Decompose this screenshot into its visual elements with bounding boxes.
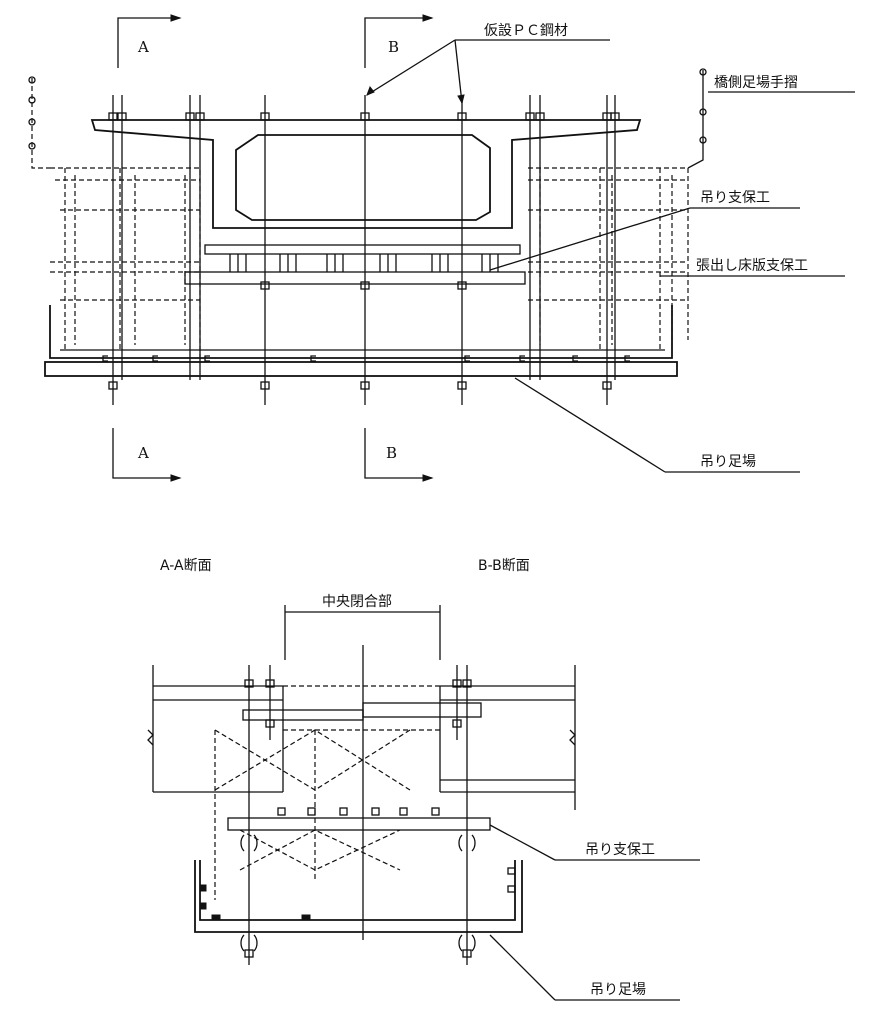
- section-marker-b-bottom-label: B: [386, 444, 397, 462]
- handrail-right: 橋側足場手摺: [687, 68, 855, 169]
- label-bridge-handrail: 橋側足場手摺: [714, 75, 798, 91]
- label-hanging-scaffold-top: 吊り足場: [700, 454, 756, 470]
- handrail-left: [28, 76, 50, 169]
- hanging-scaffold-bottom: [194, 860, 523, 933]
- i-beams: [229, 254, 499, 272]
- central-closure-dimension: 中央閉合部: [284, 594, 441, 660]
- cantilever-support-right: [528, 167, 689, 352]
- leader-cantilever-support: 張出し床版支保工: [660, 258, 845, 277]
- hanging-support-beam: [184, 271, 526, 285]
- support-beam-bottom: [227, 807, 491, 831]
- closure-formwork: [214, 685, 482, 900]
- leader-hanging-support-top: 吊り支保工: [489, 190, 800, 271]
- leader-hanging-scaffold-top: 吊り足場: [514, 377, 800, 473]
- hanger-rods: [112, 95, 616, 405]
- section-marker-a-bottom-label: A: [137, 444, 149, 462]
- label-temp-pc-steel: 仮設ＰＣ鋼材: [484, 23, 568, 39]
- hanging-support-deck: [204, 244, 521, 255]
- inner-void: [235, 134, 491, 221]
- label-hanging-scaffold-bottom: 吊り足場: [590, 982, 646, 998]
- section-marker-b-top: B: [364, 14, 434, 68]
- label-central-closure: 中央閉合部: [322, 594, 392, 610]
- label-section-bb: B-B断面: [478, 558, 530, 574]
- hanger-rods-bottom: [240, 665, 476, 965]
- leader-temp-pc-steel: 仮設ＰＣ鋼材: [366, 23, 610, 105]
- rod-nuts: [108, 112, 620, 390]
- section-marker-a-bottom: A: [112, 428, 182, 482]
- label-hanging-support-top: 吊り支保工: [700, 190, 770, 206]
- top-slab: [90, 119, 642, 229]
- hanging-scaffold-top: [44, 305, 678, 377]
- section-marker-a-top-label: A: [137, 38, 149, 56]
- section-marker-a-top: A: [117, 14, 182, 68]
- section-marker-b-bottom: B: [364, 428, 434, 482]
- label-section-aa: A-A断面: [160, 558, 212, 574]
- side-section-view: A-A断面 B-B断面 中央閉合部: [147, 558, 700, 1001]
- label-cantilever-slab-support: 張出し床版支保工: [696, 258, 808, 274]
- leader-hanging-scaffold-bottom: 吊り足場: [489, 934, 680, 1001]
- section-marker-b-top-label: B: [388, 38, 399, 56]
- leader-hanging-support-bottom: 吊り支保工: [489, 824, 700, 861]
- cross-section-view: A B 仮設ＰＣ鋼材: [28, 14, 855, 482]
- girder-segment-left: [147, 665, 284, 793]
- cantilever-support-left: [50, 167, 201, 360]
- label-hanging-support-bottom: 吊り支保工: [585, 842, 655, 858]
- scaffold-brackets: [102, 355, 630, 362]
